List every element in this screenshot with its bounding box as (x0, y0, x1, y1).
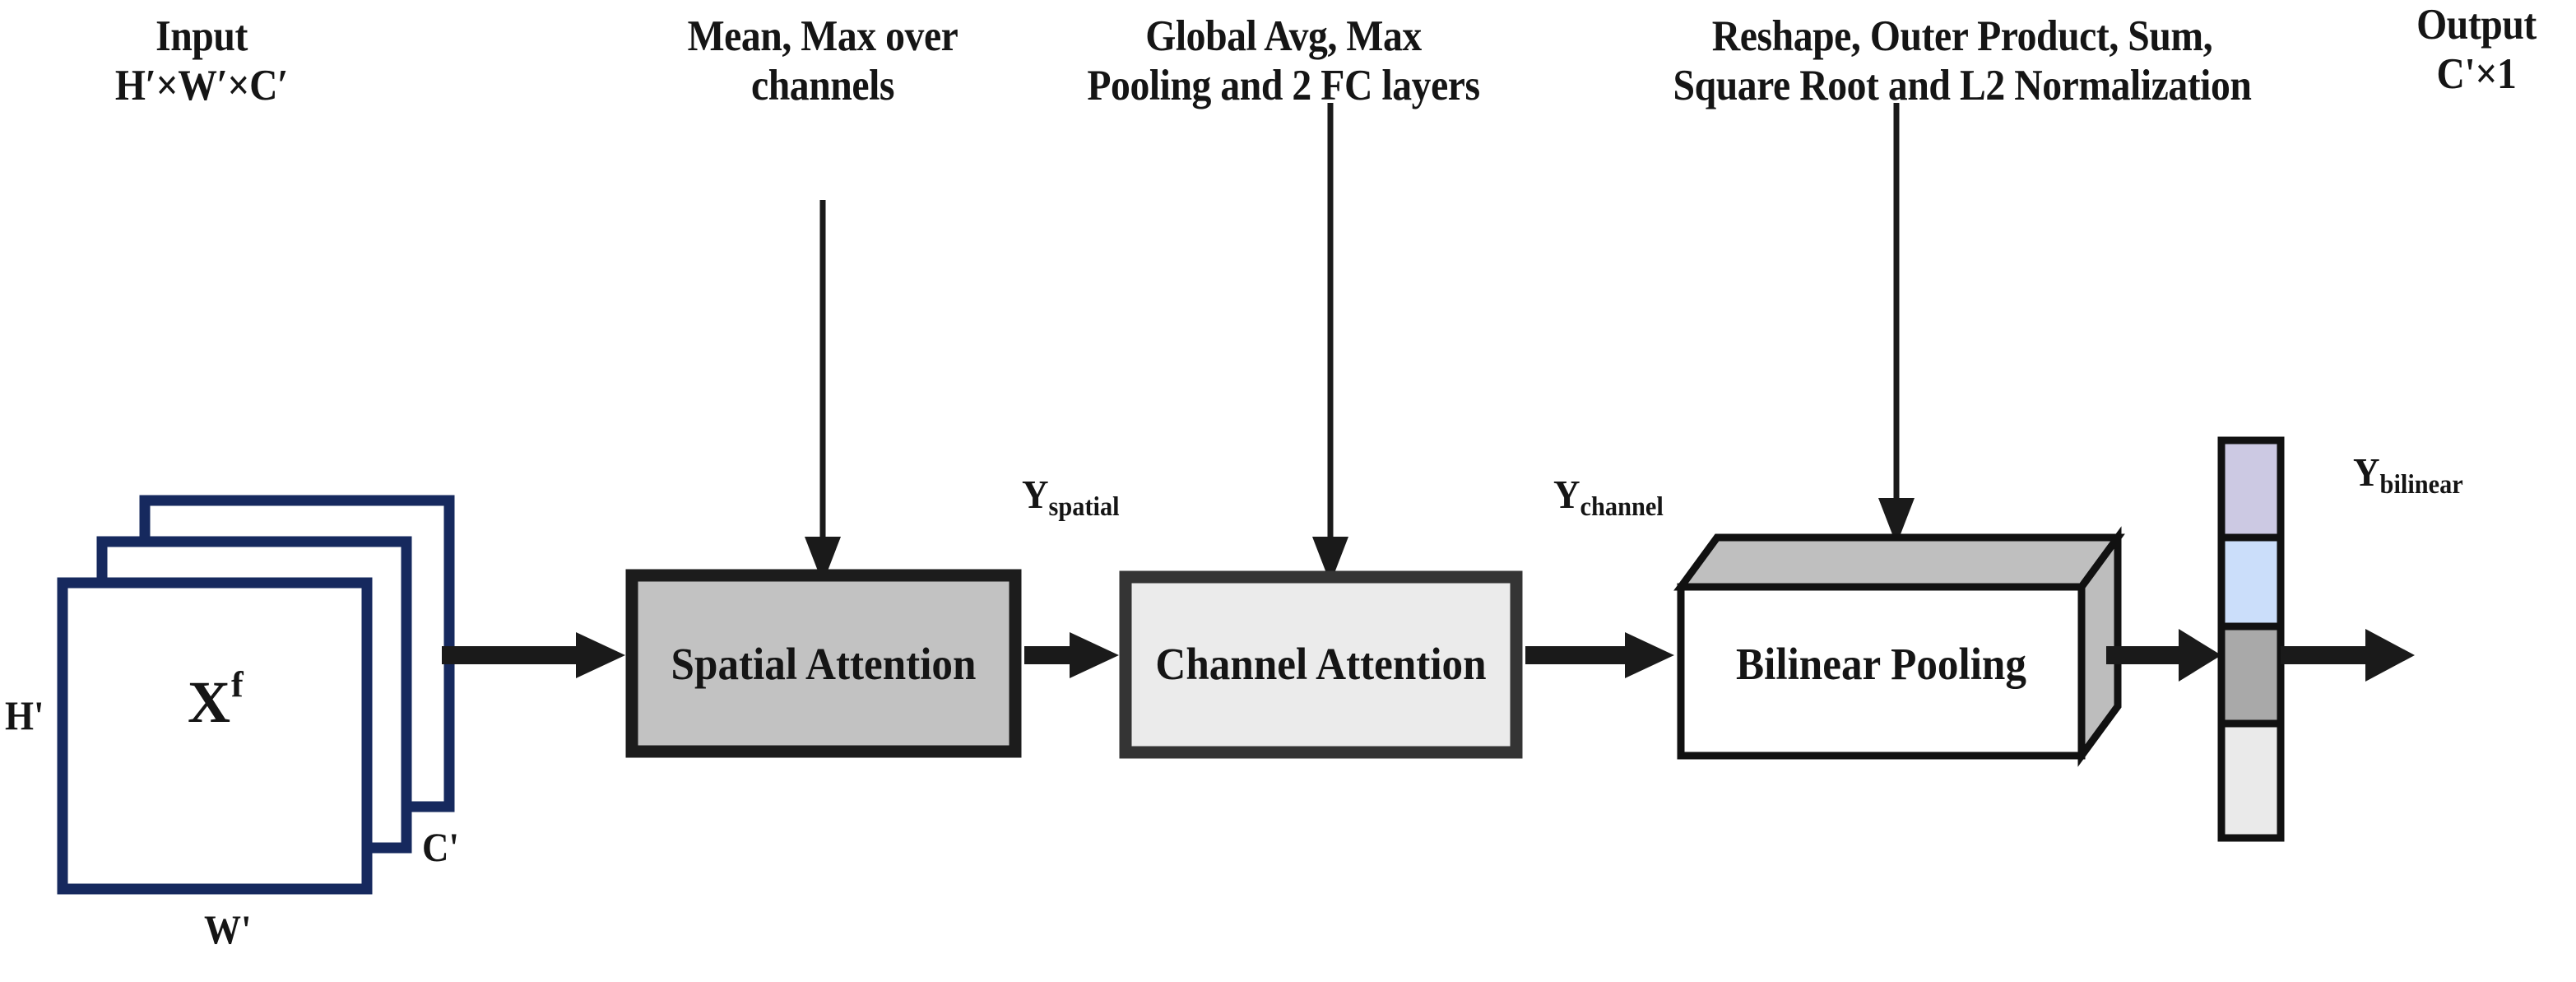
input-tensor-slice-1 (57, 577, 373, 895)
label-y-spatial-base: Y (1022, 472, 1049, 517)
caption-output-line2: C'×1 (2436, 50, 2517, 99)
caption-bilinear: Reshape, Outer Product, Sum, Square Root… (1589, 12, 2337, 111)
caption-bilinear-line1: Reshape, Outer Product, Sum, (1711, 12, 2213, 60)
output-vector (2217, 436, 2285, 842)
arrow-input-to-spatial (442, 632, 625, 678)
input-height-label: H' (5, 692, 44, 738)
output-cell-2 (2217, 533, 2285, 631)
block-channel-attention[interactable] (1119, 570, 1523, 759)
label-y-channel-base: Y (1553, 472, 1580, 517)
caption-input-line2: H′×W′×C′ (114, 62, 289, 110)
cuboid-front-face (1677, 583, 2086, 760)
input-tensor-symbol: Xf (188, 664, 244, 737)
input-depth-label: C' (422, 824, 459, 870)
label-y-bilinear-base: Y (2353, 449, 2380, 495)
input-width-label: W' (204, 906, 252, 952)
arrow-channel-to-bilinear (1525, 632, 1674, 678)
block-label-channel-attention: Channel Attention (1155, 639, 1487, 689)
caption-input-line1: Input (155, 12, 248, 60)
vertical-arrow-spatial (805, 200, 841, 584)
label-y-bilinear: Ybilinear (2353, 449, 2463, 500)
label-y-channel-sub: channel (1580, 492, 1664, 522)
output-cell-4 (2217, 719, 2285, 842)
label-y-channel: Ychannel (1553, 471, 1664, 522)
caption-input: Input H′×W′×C′ (61, 12, 342, 111)
input-tensor-symbol-superscript: f (231, 664, 244, 705)
caption-bilinear-line2: Square Root and L2 Normalization (1673, 62, 2252, 110)
arrow-spatial-to-channel (1024, 632, 1119, 678)
input-tensor-symbol-base: X (188, 669, 230, 735)
vertical-arrow-bilinear (1878, 103, 1915, 545)
label-y-spatial-sub: spatial (1048, 492, 1120, 522)
vertical-arrow-channel (1312, 103, 1348, 584)
caption-channel-line2: Pooling and 2 FC layers (1087, 62, 1480, 110)
arrow-bilinear-to-output (2106, 629, 2221, 682)
caption-output: Output C'×1 (2388, 0, 2565, 100)
caption-spatial: Mean, Max over channels (645, 12, 1000, 111)
caption-spatial-line2: channels (750, 62, 894, 110)
caption-channel: Global Avg, Max Pooling and 2 FC layers (1047, 12, 1520, 111)
block-bilinear-pooling[interactable] (1673, 526, 2125, 767)
caption-channel-line1: Global Avg, Max (1145, 12, 1422, 60)
label-y-spatial: Yspatial (1022, 471, 1120, 522)
block-spatial-attention[interactable] (625, 569, 1022, 758)
cuboid-top-face (1673, 533, 2125, 591)
output-cell-1 (2217, 436, 2285, 542)
caption-output-line1: Output (2416, 1, 2537, 49)
label-y-bilinear-sub: bilinear (2379, 470, 2463, 500)
output-cell-3 (2217, 622, 2285, 728)
arrow-output (2281, 629, 2415, 682)
block-label-bilinear-pooling: Bilinear Pooling (1736, 639, 2026, 689)
block-label-spatial-attention: Spatial Attention (671, 639, 977, 689)
caption-spatial-line1: Mean, Max over (687, 12, 958, 60)
